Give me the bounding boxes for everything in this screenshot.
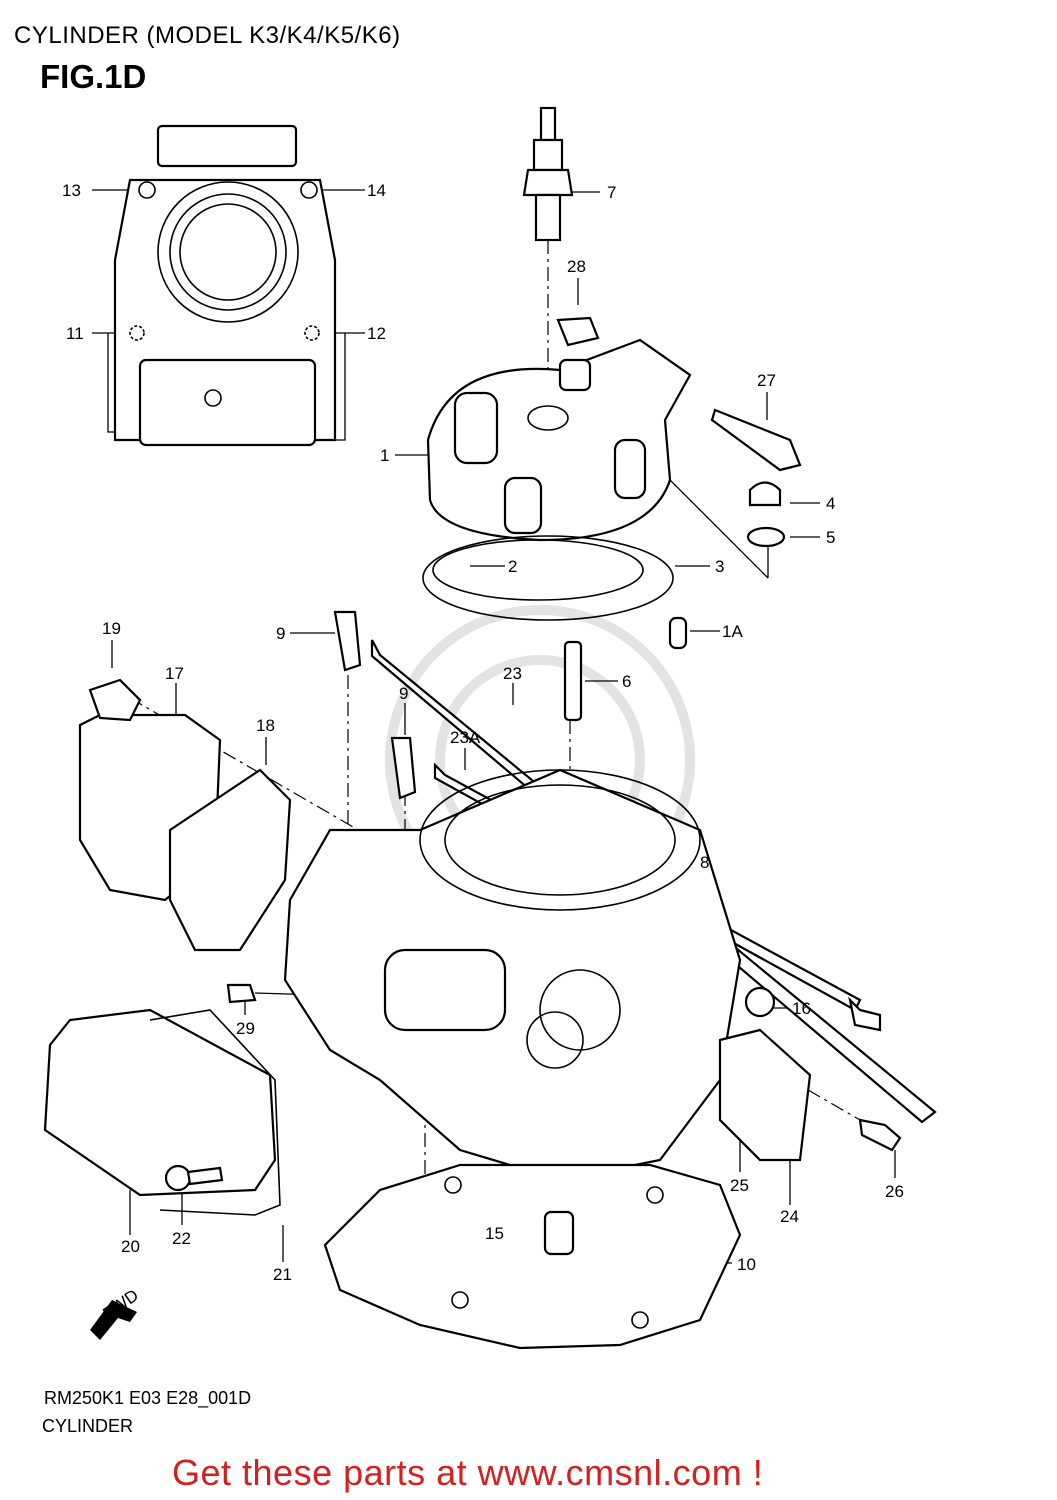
small-bolts — [848, 996, 902, 1152]
callout-20: 20 — [121, 1237, 140, 1256]
callout-8: 8 — [700, 853, 709, 872]
diagram-code: RM250K1 E03 E28_001D — [44, 1388, 252, 1408]
o-ring-parts — [422, 535, 674, 621]
bolt-part — [668, 408, 802, 650]
callout-2: 2 — [508, 557, 517, 576]
cylinder-body-part — [226, 768, 812, 1182]
spark-plug-part — [522, 106, 574, 242]
cylinder-top-view — [113, 124, 337, 447]
callout-labels: 13 14 7 28 11 12 27 1 4 5 2 3 1A 19 9 17… — [62, 181, 904, 1284]
figure-label: FIG.1D — [40, 58, 147, 95]
promo-link[interactable]: Get these parts at www.cmsnl.com ! — [172, 1452, 764, 1493]
callout-19: 19 — [102, 619, 121, 638]
callout-11: 11 — [66, 324, 84, 343]
callout-7: 7 — [607, 183, 616, 202]
callout-25: 25 — [730, 1176, 749, 1195]
callout-13: 13 — [62, 181, 81, 200]
callout-28: 28 — [567, 257, 586, 276]
callout-15: 15 — [485, 1224, 504, 1243]
callout-10: 10 — [737, 1255, 756, 1274]
callout-3: 3 — [715, 557, 724, 576]
callout-1a: 1A — [722, 622, 743, 641]
callout-23a: 23A — [450, 728, 481, 747]
side-gaskets — [78, 678, 292, 952]
callout-9b: 9 — [399, 684, 408, 703]
callout-16: 16 — [792, 999, 811, 1018]
callout-12: 12 — [367, 324, 386, 343]
cylinder-head-part — [426, 316, 692, 542]
callout-6: 6 — [622, 672, 631, 691]
callout-26: 26 — [885, 1182, 904, 1201]
callout-17: 17 — [165, 664, 184, 683]
callout-18: 18 — [256, 716, 275, 735]
callout-23: 23 — [503, 664, 522, 683]
callout-5: 5 — [826, 528, 835, 547]
callout-21: 21 — [273, 1265, 292, 1284]
callout-1: 1 — [380, 446, 389, 465]
base-gasket-part — [323, 1163, 742, 1350]
exhaust-cover-part — [43, 1008, 281, 1216]
callout-14: 14 — [367, 181, 386, 200]
callout-27: 27 — [757, 371, 776, 390]
page-title: CYLINDER (MODEL K3/K4/K5/K6) — [14, 22, 401, 49]
diagram-subtitle: CYLINDER — [42, 1416, 134, 1436]
callout-4: 4 — [826, 494, 835, 513]
callout-24: 24 — [780, 1207, 799, 1226]
callout-29: 29 — [236, 1019, 255, 1038]
callout-22: 22 — [172, 1229, 191, 1248]
forward-direction-icon: FWD — [90, 1286, 142, 1340]
callout-9a: 9 — [276, 624, 285, 643]
